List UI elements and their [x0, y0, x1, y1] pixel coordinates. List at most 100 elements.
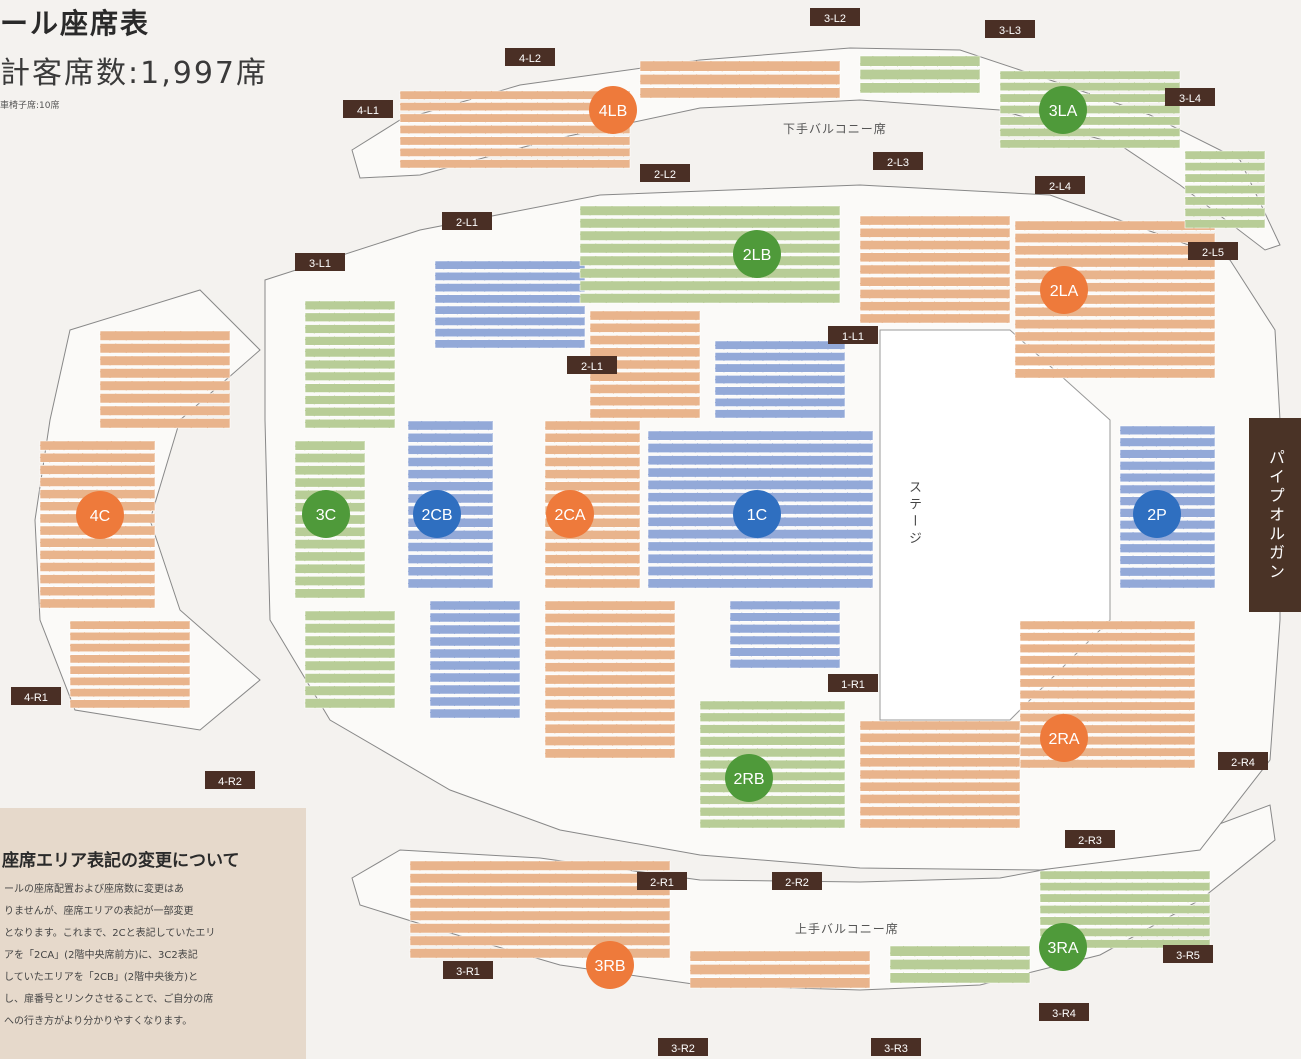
notice-line: アを「2CA」(2階中央席前方)に、3C2表記	[4, 950, 198, 961]
seat-row	[434, 328, 586, 338]
seat-row	[999, 93, 1181, 103]
seat-row	[407, 566, 494, 577]
seat-row	[579, 243, 841, 254]
seat-row	[409, 860, 671, 871]
door-1-r1: 1-R1	[828, 674, 878, 692]
notice-line: ールの座席配置および座席数に変更はあ	[4, 884, 184, 895]
stage-label: ステージ	[906, 480, 921, 548]
seat-row	[1119, 449, 1216, 459]
seat-row	[304, 623, 396, 634]
seat-row	[409, 948, 671, 959]
seat-row	[409, 935, 671, 946]
badge-circle	[589, 86, 637, 134]
badge-circle	[1133, 490, 1181, 538]
seat-row	[699, 783, 846, 793]
seat-row	[639, 74, 841, 85]
seat-row	[1014, 282, 1216, 293]
seat-row	[544, 457, 641, 467]
seat-row	[99, 380, 231, 391]
seat-row	[69, 643, 191, 653]
seat-row	[304, 685, 396, 696]
door-tag	[1218, 752, 1268, 770]
seat-block	[304, 300, 396, 429]
door-tag	[871, 1038, 921, 1056]
door-tag	[567, 356, 617, 374]
seat-row	[39, 549, 156, 560]
seat-row	[714, 386, 846, 396]
door-2-r1: 2-R1	[637, 872, 687, 890]
seat-row	[1184, 219, 1266, 229]
seat-row	[544, 578, 641, 589]
seat-row	[304, 673, 396, 684]
seat-row	[859, 264, 1011, 275]
seat-row	[1039, 893, 1211, 903]
seat-row	[859, 818, 1021, 829]
seat-row	[714, 363, 846, 373]
seat-row	[429, 708, 521, 719]
seat-row	[589, 310, 701, 321]
seat-row	[304, 347, 396, 358]
seat-row	[544, 600, 676, 611]
seat-row	[729, 647, 841, 657]
seat-row	[429, 612, 521, 623]
door-label: 1-R1	[841, 679, 865, 691]
seat-row	[429, 636, 521, 647]
seat-row	[39, 537, 156, 548]
door-label: 3-R3	[884, 1043, 908, 1055]
door-tag	[985, 20, 1035, 38]
door-2-l3: 2-L3	[873, 152, 923, 170]
seat-row	[1039, 904, 1211, 915]
page-title: ール座席表	[0, 7, 151, 40]
seat-row	[639, 87, 841, 99]
door-label: 3-L4	[1179, 93, 1201, 105]
seat-row	[1119, 555, 1216, 565]
door-label: 2-R4	[1231, 757, 1255, 769]
seat-row	[579, 205, 841, 216]
seat-block	[639, 60, 841, 99]
seat-row	[1119, 437, 1216, 447]
door-tag	[828, 674, 878, 692]
door-3-r1: 3-R1	[443, 961, 493, 979]
seat-row	[647, 455, 874, 466]
seat-row	[99, 405, 231, 416]
seat-row	[714, 374, 846, 385]
seat-row	[304, 635, 396, 646]
notice-line: りませんが、座席エリアの表記が一部変更	[4, 906, 194, 917]
seat-block	[544, 600, 676, 759]
door-2-r3: 2-R3	[1065, 830, 1115, 848]
badge-circle	[725, 754, 773, 802]
door-tag	[810, 8, 860, 26]
seat-row	[859, 732, 1021, 743]
seat-row	[1019, 632, 1196, 642]
badge-circle	[76, 491, 124, 539]
door-3-l4: 3-L4	[1165, 88, 1215, 106]
door-label: 2-R2	[785, 877, 809, 889]
seat-row	[294, 539, 366, 550]
seat-row	[999, 127, 1181, 137]
door-label: 3-R4	[1052, 1008, 1076, 1020]
door-label: 3-L2	[824, 13, 846, 25]
seat-row	[304, 395, 396, 405]
seat-row	[429, 600, 521, 611]
seat-row	[647, 541, 874, 552]
seat-row	[294, 551, 366, 562]
seat-row	[544, 493, 641, 504]
notice-line: となります。これまで、2Cと表記していたエリ	[4, 928, 216, 939]
seat-row	[429, 624, 521, 635]
seat-row	[304, 371, 396, 382]
badge-circle	[733, 490, 781, 538]
area-badge-2ra: 2RA	[1040, 714, 1088, 762]
seat-row	[999, 104, 1181, 115]
seat-row	[859, 794, 1021, 804]
seat-row	[429, 648, 521, 659]
seat-row	[429, 684, 521, 695]
area-badge-4lb: 4LB	[589, 86, 637, 134]
door-label: 1-L1	[842, 331, 864, 343]
seat-row	[859, 276, 1011, 287]
seat-row	[689, 964, 871, 975]
seat-row	[409, 910, 671, 921]
seat-row	[699, 807, 846, 817]
door-label: 2-L4	[1049, 181, 1071, 193]
seat-row	[69, 654, 191, 664]
area-badge-2lb: 2LB	[733, 230, 781, 278]
